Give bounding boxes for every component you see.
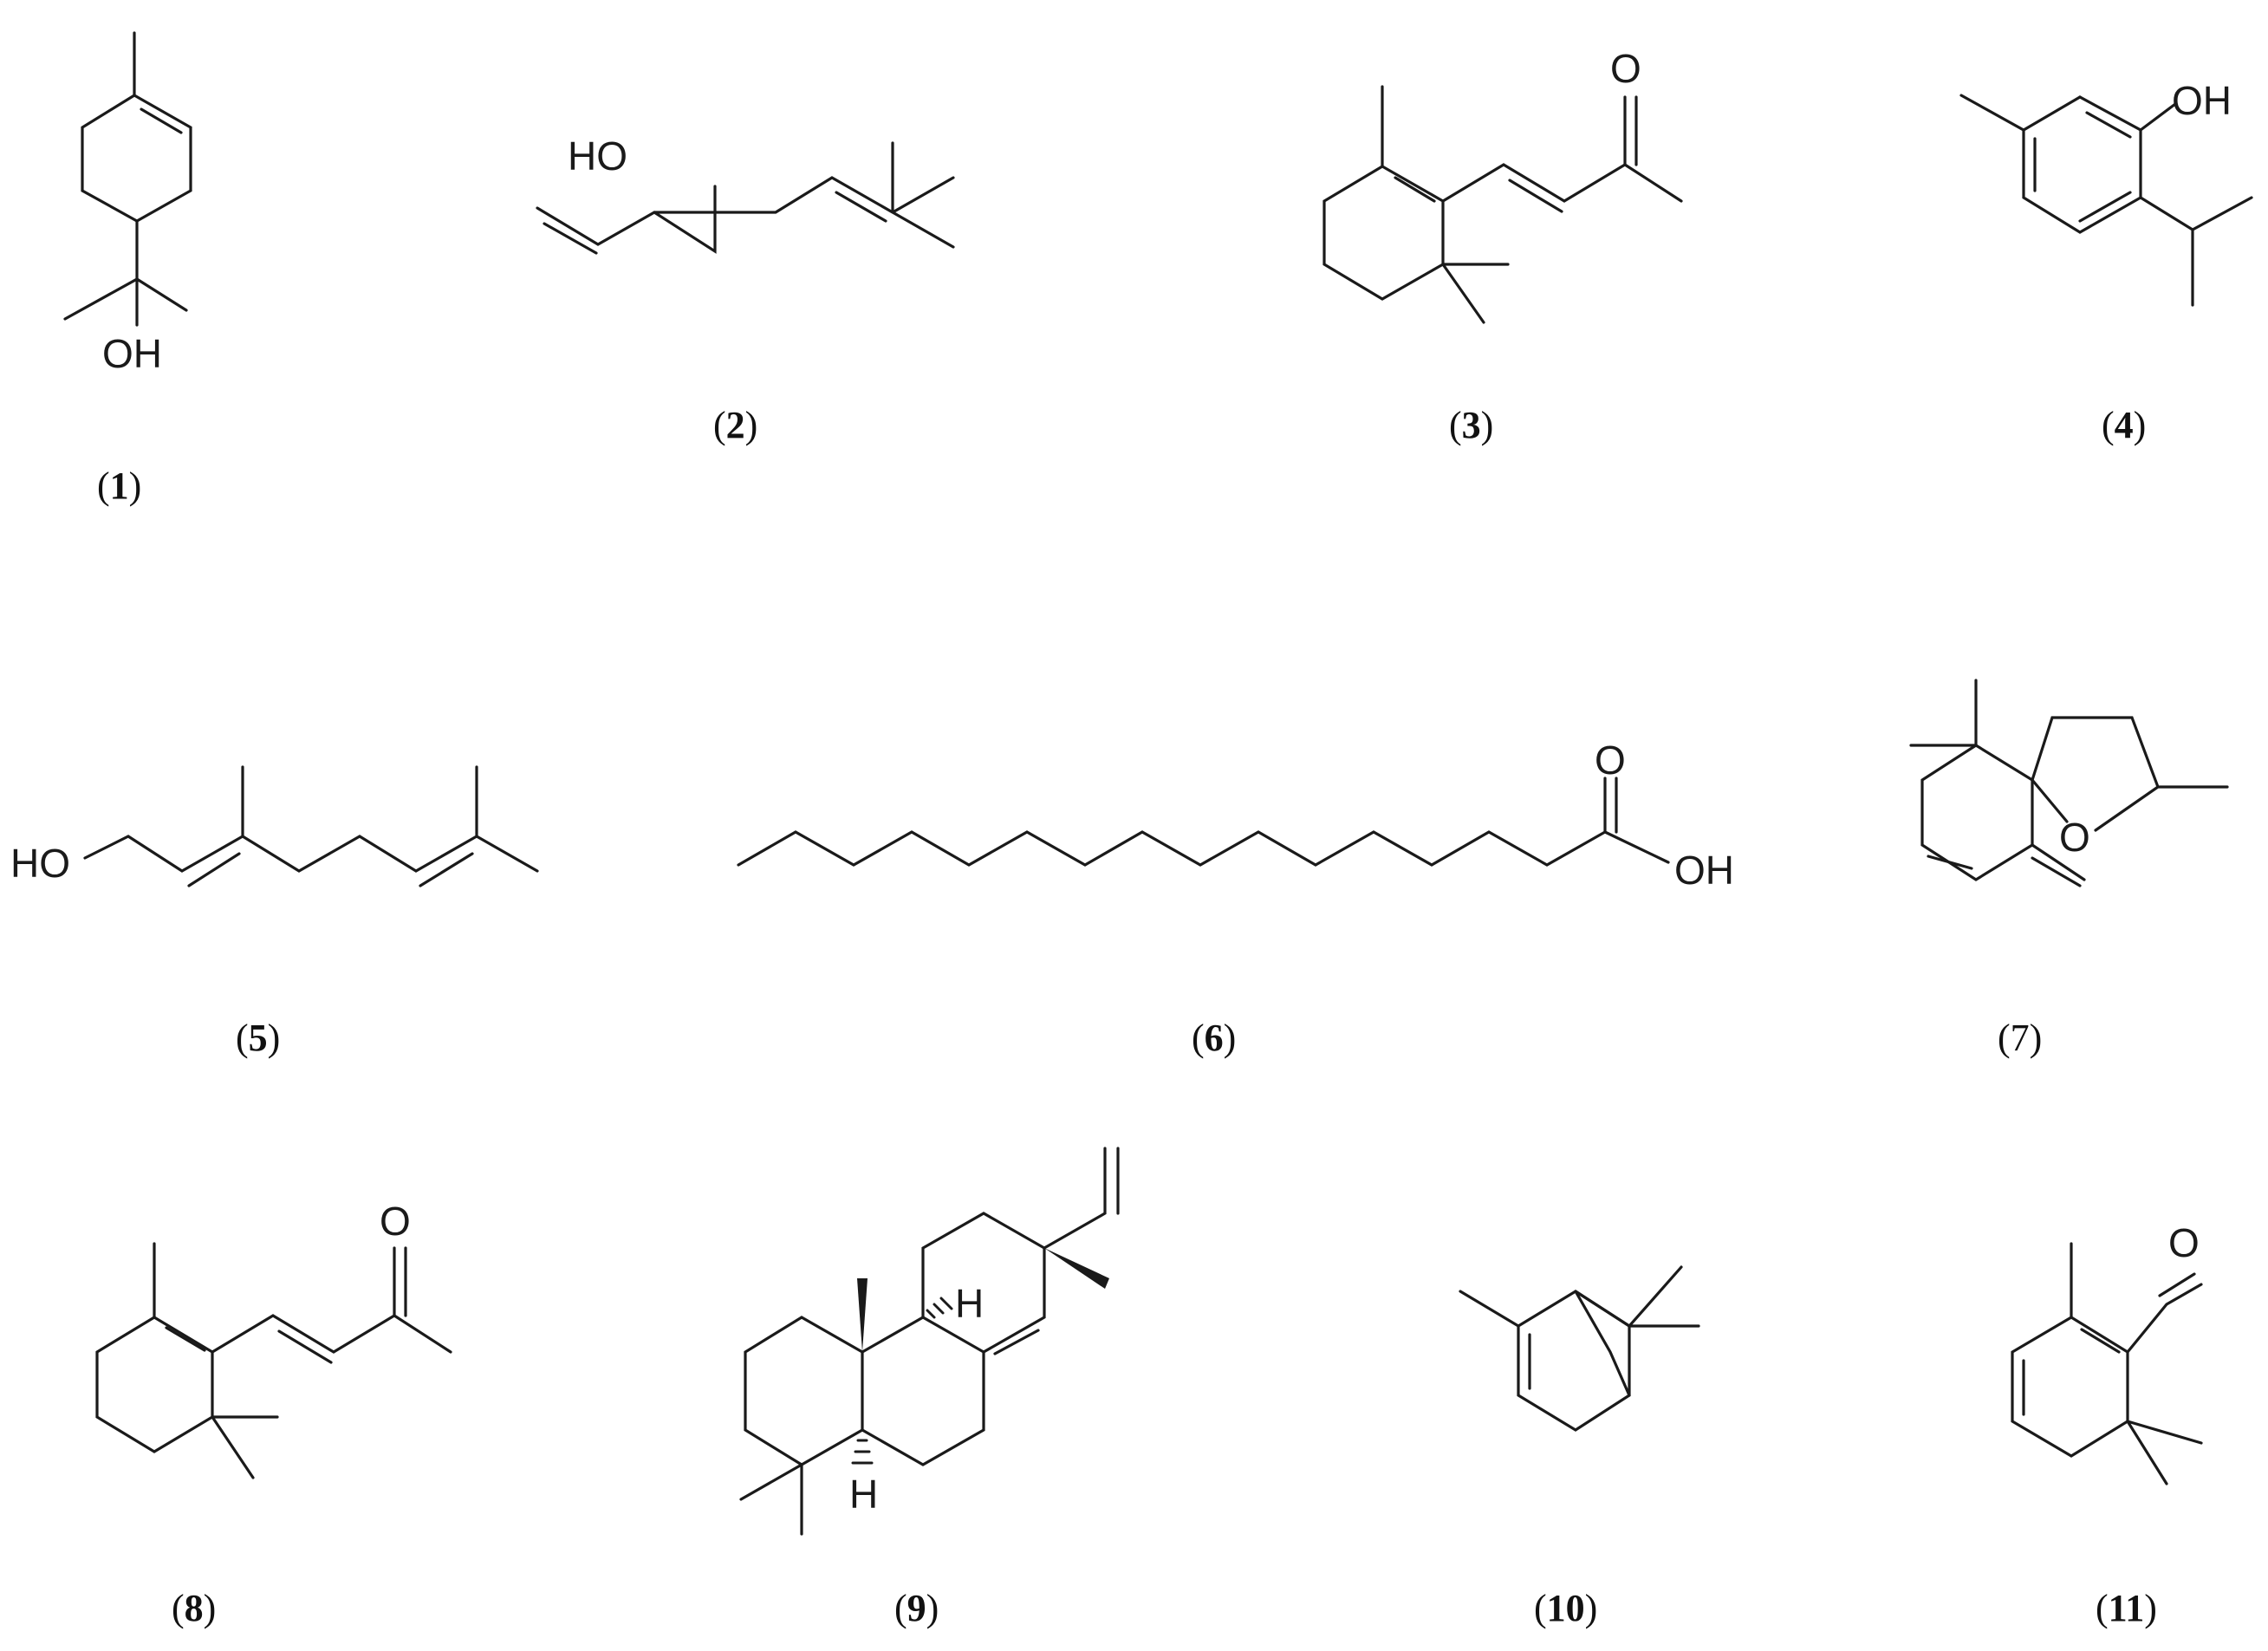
carbonyl-oxygen-label-11: O — [2168, 1220, 2200, 1265]
caption-1: (1) — [97, 465, 141, 507]
hydroxyl-label-1: OH — [102, 331, 162, 376]
molecule-5: HO — [10, 765, 539, 887]
molecule-11: O — [2011, 1220, 2203, 1485]
ring-oxygen-label-7: O — [2059, 815, 2090, 860]
caption-11: (11) — [2096, 1587, 2157, 1629]
caption-3: (3) — [1449, 404, 1493, 446]
carbonyl-oxygen-label-6: O — [1595, 738, 1626, 783]
molecule-1: OH — [63, 31, 192, 376]
molecule-2: HO — [536, 133, 955, 255]
caption-8: (8) — [172, 1587, 216, 1629]
hashed-bond-lower — [851, 1439, 874, 1465]
hydroxyl-label-4: OH — [2172, 78, 2232, 123]
hydrogen-label-9a: H — [955, 1281, 984, 1326]
molecule-7: O — [1909, 679, 2229, 887]
molecule-6: O OH — [737, 738, 1734, 893]
hydroxyl-label-6: OH — [1674, 848, 1734, 893]
caption-4: (4) — [2102, 404, 2146, 446]
molecule-9: H H — [739, 1147, 1120, 1536]
caption-7: (7) — [1998, 1017, 2042, 1059]
hydrogen-label-9b: H — [849, 1472, 878, 1517]
hydroxyl-label-5: HO — [10, 841, 70, 886]
molecule-8: O — [95, 1199, 452, 1479]
hydroxyl-label-2: HO — [568, 133, 627, 179]
caption-5: (5) — [236, 1017, 280, 1059]
hashed-bond-upper — [926, 1297, 953, 1319]
caption-9: (9) — [894, 1587, 939, 1629]
caption-6: (6) — [1192, 1017, 1236, 1059]
carbonyl-oxygen-label-3: O — [1610, 46, 1641, 91]
caption-2: (2) — [713, 404, 757, 446]
molecule-4: OH — [1959, 78, 2253, 307]
caption-10: (10) — [1534, 1587, 1597, 1629]
molecule-3: O — [1322, 46, 1683, 324]
carbonyl-oxygen-label-8: O — [380, 1199, 411, 1244]
molecule-10 — [1459, 1265, 1700, 1432]
